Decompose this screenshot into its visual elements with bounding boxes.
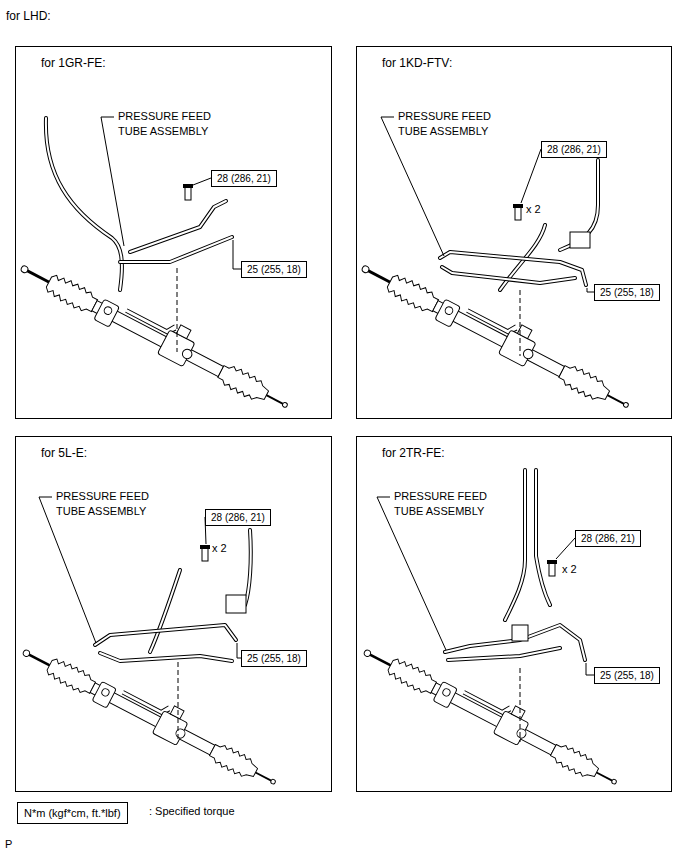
engine-panel: for 2TR-FE: 28 (286, 21) 25 (255, 18) [356,436,672,792]
torque-value: 28 (286, 21) [547,143,601,156]
tubes-2tr-part [549,562,555,576]
tubes-1gr-part [185,186,191,200]
tubes-5l-part [178,662,179,742]
tubes-2tr-part [520,668,521,742]
tubes-2tr-part [512,625,528,641]
quantity-note: x 2 [562,562,577,577]
torque-callout: 28 (286, 21) [211,170,277,187]
tubes-5l [95,530,251,742]
part-name: PRESSURE FEED TUBE ASSEMBLY [394,489,506,519]
torque-callout: 28 (286, 21) [575,530,641,547]
part-name: PRESSURE FEED TUBE ASSEMBLY [56,489,168,519]
torque-value: 25 (255, 18) [247,263,301,276]
leader-lines-part [521,149,541,203]
tubes-5l-part [95,625,236,645]
part-name: PRESSURE FEED TUBE ASSEMBLY [118,109,230,139]
panel-heading: for 5L-E: [41,446,87,460]
tubes-1gr [46,118,232,352]
leader-lines-part [377,497,446,650]
tubes-1kd-part [560,160,598,250]
torque-value: 25 (255, 18) [600,286,654,299]
tubes-5l-part [150,570,180,652]
tubes-2tr-part [536,470,550,605]
tubes-5l-part [95,625,236,645]
tubes-2tr-part [505,470,525,620]
tubes-2tr-part [536,470,550,605]
page-mark: P [5,837,12,852]
tubes-1kd-part [440,252,586,285]
leader-lines-part [233,240,241,269]
tubes-5l-part [245,530,251,605]
tubes-5l-part [245,530,251,605]
tubes-1kd-part [520,290,521,356]
legend-note: : Specified torque [149,804,235,819]
rack-1kd [356,248,638,418]
torque-callout: 25 (255, 18) [594,667,660,684]
diagram-title: for LHD: [6,9,51,23]
tubes-5l-part [150,570,180,652]
tubes-2tr-part [448,648,560,660]
tubes-1gr-part [130,201,226,252]
torque-callout: 25 (255, 18) [594,284,660,301]
torque-value: 25 (255, 18) [600,669,654,682]
leader-lines-part [556,538,575,559]
tubes-1gr-part [46,118,122,290]
panel-heading: for 2TR-FE: [382,446,445,460]
tubes-2tr-part [445,625,585,660]
tubes-1gr-part [130,201,226,252]
unit-legend-box: N*m (kgf*cm, ft.*lbf) [17,802,128,824]
tubes-1kd-part [513,204,523,208]
engine-panel: for 5L-E: 28 (286, 21) 25 (255, 18) [15,436,332,792]
quantity-note: x 2 [526,202,541,217]
tubes-5l-part [226,595,246,613]
tubes-1gr-part [46,118,122,290]
torque-callout: 25 (255, 18) [241,261,307,278]
torque-value: 28 (286, 21) [581,532,635,545]
tubes-1kd [440,160,598,356]
tubes-1gr-part [183,184,193,188]
leader-lines-part [587,288,594,292]
engine-panel: for 1KD-FTV: 28 (286, 21) 25 (255, 18) [356,46,672,419]
torque-value: N*m (kgf*cm, ft.*lbf) [24,804,121,822]
leader-lines-part [586,663,594,675]
leader-lines-part [193,178,211,185]
torque-value: 28 (286, 21) [211,511,265,524]
leader-lines [39,117,594,675]
tubes-2tr-part [547,560,557,564]
panel-heading: for 1GR-FE: [41,56,106,70]
tubes-1kd-part [515,206,521,220]
tubes-2tr-part [448,648,560,660]
part-name: PRESSURE FEED TUBE ASSEMBLY [398,109,510,139]
tubes-1kd-part [442,267,575,283]
quantity-note: x 2 [212,541,227,556]
tubes-1gr-part [177,268,178,352]
torque-value: 25 (255, 18) [247,652,301,665]
tubes-2tr-part [445,625,585,660]
tubes-5l-part [202,547,208,561]
leader-lines-part [381,117,444,256]
tubes-1kd-part [442,267,575,283]
torque-callout: 28 (286, 21) [541,141,607,158]
tubes-2tr-part [505,470,525,620]
leader-lines-part [39,497,96,643]
tubes-1kd-part [440,252,586,285]
tubes-5l-part [100,653,232,661]
tubes-1kd-part [570,232,590,248]
engine-panel: for 1GR-FE: 28 (286, 21) 25 (255, 18) [15,46,332,419]
tubes-5l-part [100,653,232,661]
torque-callout: 25 (255, 18) [241,650,307,667]
tubes-1kd-part [560,160,598,250]
tubes-5l-part [200,545,210,549]
panel-heading: for 1KD-FTV: [382,56,452,70]
rack-1kd-part [356,248,638,418]
torque-callout: 28 (286, 21) [205,509,271,526]
torque-value: 28 (286, 21) [217,172,271,185]
